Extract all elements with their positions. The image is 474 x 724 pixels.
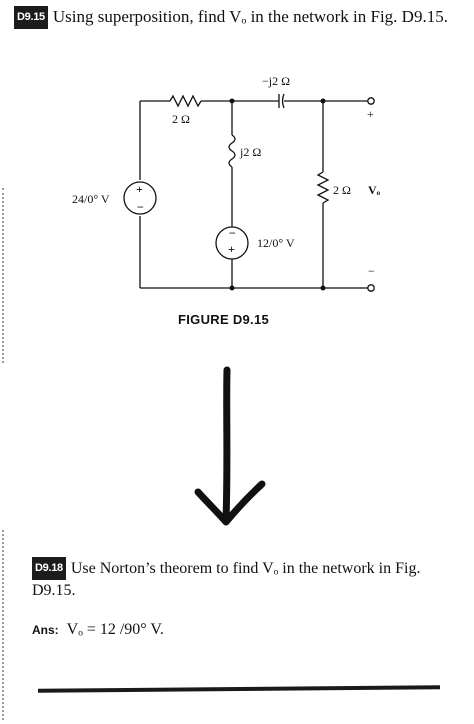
- capacitor-label: −j2 Ω: [262, 74, 290, 88]
- source-middle-plus: +: [228, 242, 235, 256]
- terminal-bottom: [367, 284, 375, 292]
- resistor-series: [169, 94, 202, 108]
- terminal-top-plus: +: [367, 107, 374, 121]
- problem-number-badge: D9.18: [32, 557, 66, 580]
- problem-statement: Use Norton’s theorem to find Vₒ in the n…: [32, 560, 421, 599]
- capacitor: [275, 93, 290, 109]
- margin-dotted-line-lower: [2, 530, 4, 720]
- output-voltage-label: Vₒ: [368, 183, 381, 197]
- inductor: [228, 134, 236, 168]
- source-left-label: 24/0° V: [72, 192, 110, 206]
- terminal-top: [367, 97, 375, 105]
- answer-value: Vₒ = 12 /90° V.: [66, 621, 164, 638]
- source-middle-label: 12/0° V: [257, 236, 295, 250]
- answer-label: Ans:: [32, 623, 59, 637]
- problem-statement: Using superposition, find Vₒ in the netw…: [52, 7, 448, 26]
- load-resistor-label: 2 Ω: [333, 183, 351, 197]
- node-dot: [229, 285, 235, 291]
- source-left-plus: +: [136, 182, 143, 196]
- problem-number-badge: D9.15: [14, 6, 48, 29]
- node-dot: [320, 98, 326, 104]
- node-dot: [320, 285, 326, 291]
- answer-line: Ans: Vₒ = 12 /90° V.: [32, 621, 164, 639]
- voltage-source-left: [123, 181, 157, 215]
- series-resistor-label: 2 Ω: [172, 112, 190, 126]
- node-dot: [229, 98, 235, 104]
- source-middle-minus: −: [229, 226, 236, 240]
- source-left-minus: −: [137, 200, 144, 214]
- resistor-load: [316, 171, 330, 204]
- terminal-bottom-minus: −: [368, 264, 375, 278]
- voltage-source-middle: [215, 226, 249, 260]
- circuit-diagram: −j2 Ω 2 Ω j2 Ω 2 Ω Vₒ 24/0° V 12/0° V + …: [72, 74, 381, 292]
- figure-caption: FIGURE D9.15: [178, 312, 270, 327]
- margin-dotted-line-upper: [2, 188, 4, 363]
- inductor-label: j2 Ω: [239, 145, 261, 159]
